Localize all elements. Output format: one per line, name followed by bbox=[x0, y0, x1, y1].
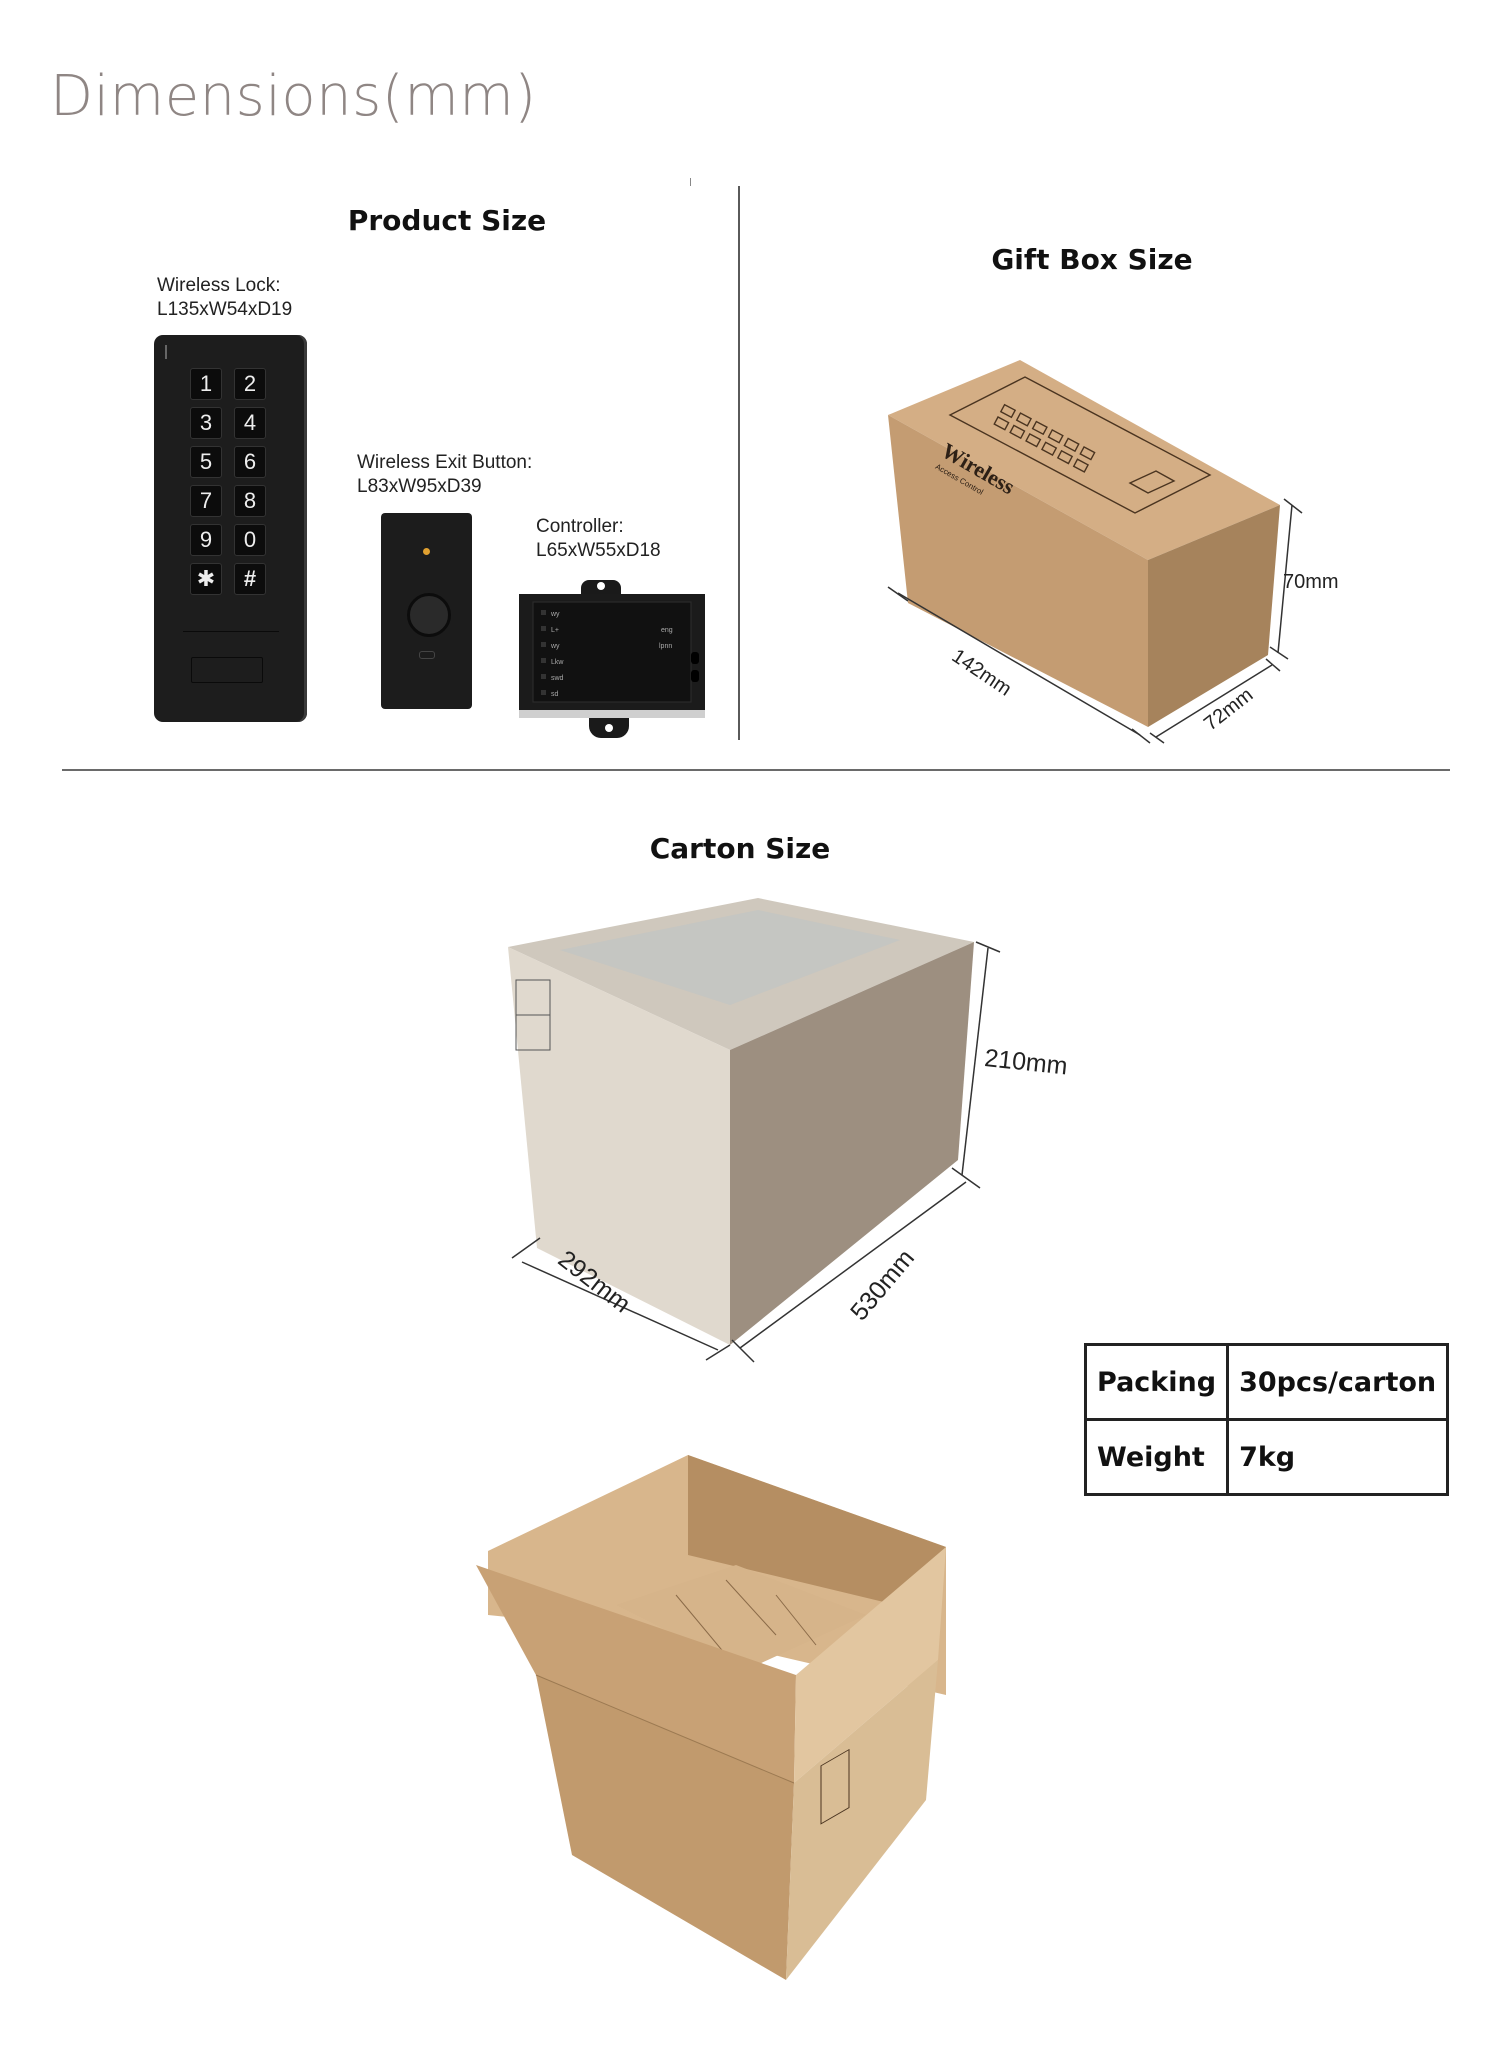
keypad-key: ✱ bbox=[190, 563, 222, 595]
controller-image: wy L+ wy Lkw swd sd eng lpnn bbox=[519, 580, 705, 738]
exit-button-label: Wireless Exit Button: L83xW95xD39 bbox=[357, 451, 532, 499]
weight-key: Weight bbox=[1083, 1418, 1230, 1496]
exit-button-name: Wireless Exit Button: bbox=[357, 452, 533, 473]
carton-open-image bbox=[476, 1455, 946, 1980]
svg-text:wy: wy bbox=[550, 611, 560, 618]
packing-key: Packing bbox=[1083, 1343, 1230, 1421]
svg-text:L+: L+ bbox=[551, 627, 559, 634]
svg-text:lpnn: lpnn bbox=[659, 643, 672, 650]
table-row: Weight 7kg bbox=[1083, 1418, 1450, 1496]
exit-button-image bbox=[381, 513, 472, 709]
svg-text:Lkw: Lkw bbox=[551, 659, 564, 666]
gift-box-height-label: 70mm bbox=[1283, 571, 1339, 593]
led-indicator bbox=[423, 548, 430, 555]
wireless-lock-size: L135xW54xD19 bbox=[157, 299, 293, 320]
wireless-lock-name: Wireless Lock: bbox=[157, 275, 281, 296]
wireless-lock-image: 1 2 3 4 5 6 7 8 9 0 ✱ # bbox=[154, 335, 307, 722]
wireless-lock-label: Wireless Lock: L135xW54xD19 bbox=[157, 274, 292, 322]
product-size-title: Product Size bbox=[347, 204, 547, 237]
table-row: Packing 30pcs/carton bbox=[1083, 1343, 1450, 1421]
push-button bbox=[407, 593, 451, 637]
card-reader-area bbox=[191, 657, 263, 683]
section-divider-vertical bbox=[738, 186, 740, 740]
keypad-key: 1 bbox=[190, 368, 222, 400]
gift-box-title: Gift Box Size bbox=[991, 243, 1193, 276]
page-title: Dimensions(mm) bbox=[50, 64, 537, 129]
weight-value: 7kg bbox=[1226, 1418, 1450, 1496]
keypad-key: 7 bbox=[190, 485, 222, 517]
keypad-grid: 1 2 3 4 5 6 7 8 9 0 ✱ # bbox=[190, 368, 272, 595]
svg-text:eng: eng bbox=[661, 627, 673, 634]
exit-button-size: L83xW95xD39 bbox=[357, 476, 482, 497]
section-divider-horizontal bbox=[62, 769, 1450, 771]
controller-label: Controller: L65xW55xD18 bbox=[536, 515, 661, 563]
gift-box-image: Wireless Access Control bbox=[887, 360, 1303, 744]
svg-text:sd: sd bbox=[551, 691, 559, 698]
svg-text:wy: wy bbox=[550, 643, 560, 650]
carton-closed-image bbox=[508, 898, 1001, 1363]
keypad-key: 5 bbox=[190, 446, 222, 478]
controller-name: Controller: bbox=[536, 516, 624, 537]
keypad-key: 0 bbox=[234, 524, 266, 556]
keypad-key: # bbox=[234, 563, 266, 595]
controller-size: L65xW55xD18 bbox=[536, 540, 661, 561]
svg-text:swd: swd bbox=[551, 675, 564, 682]
keypad-key: 8 bbox=[234, 485, 266, 517]
spec-table: Packing 30pcs/carton Weight 7kg bbox=[1083, 1343, 1450, 1496]
packing-value: 30pcs/carton bbox=[1226, 1343, 1450, 1421]
keypad-key: 2 bbox=[234, 368, 266, 400]
keypad-key: 6 bbox=[234, 446, 266, 478]
keypad-key: 3 bbox=[190, 407, 222, 439]
tick-mark bbox=[690, 178, 691, 186]
keypad-key: 4 bbox=[234, 407, 266, 439]
carton-title: Carton Size bbox=[649, 832, 831, 865]
keypad-key: 9 bbox=[190, 524, 222, 556]
